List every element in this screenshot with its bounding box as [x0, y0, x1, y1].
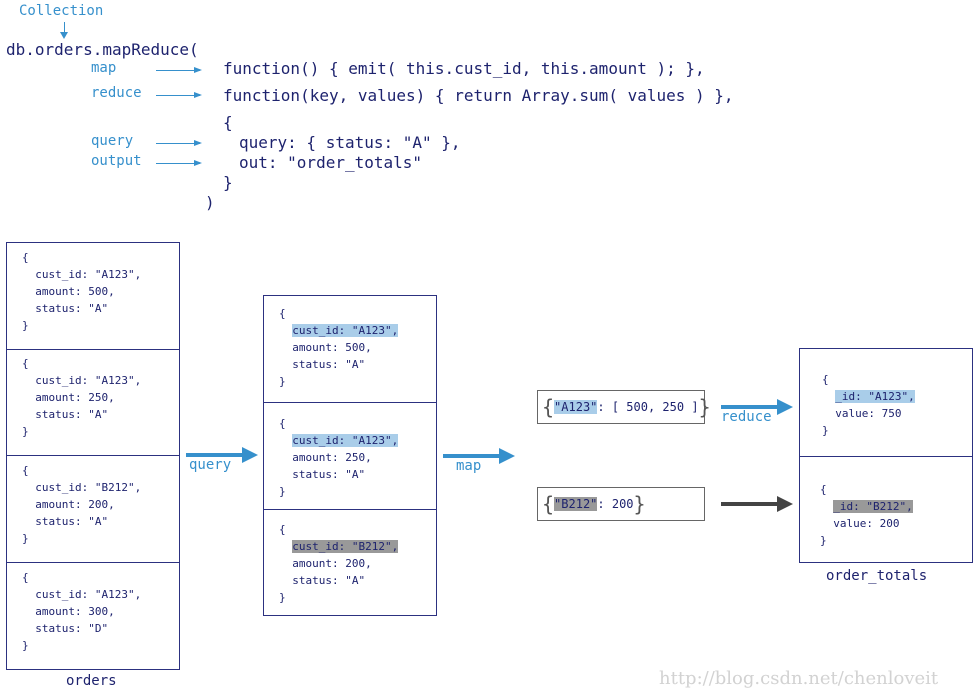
options-open-brace: { [223, 113, 233, 132]
filtered-document: { cust_id: "B212", amount: 200, status: … [279, 523, 399, 604]
emitted-pair-a123: { "A123": [ 500, 250 ] } [537, 390, 711, 424]
order-document: { cust_id: "A123", amount: 250, status: … [22, 357, 142, 438]
query-option: query: { status: "A" }, [239, 133, 461, 152]
output-arrow-icon [156, 160, 202, 166]
order-totals-collection: { _id: "A123", value: 750 } { _id: "B212… [799, 348, 973, 563]
map-flow-label: map [456, 458, 482, 474]
map-function: function() { emit( this.cust_id, this.am… [223, 59, 705, 78]
mapreduce-call: db.orders.mapReduce( [6, 40, 199, 59]
order-document: { cust_id: "A123", amount: 500, status: … [22, 251, 142, 332]
order-totals-caption: order_totals [826, 568, 928, 584]
query-flow-arrow-icon [186, 447, 258, 463]
reduce-arrow-icon [156, 92, 202, 98]
map-flow-arrow-icon [443, 448, 515, 464]
out-option: out: "order_totals" [239, 153, 423, 172]
map-label: map [91, 60, 117, 76]
watermark: http://blog.csdn.net/chenloveit [659, 668, 939, 689]
options-close-brace: } [223, 173, 233, 192]
filtered-document: { cust_id: "A123", amount: 500, status: … [279, 307, 399, 388]
close-paren: ) [205, 193, 215, 212]
passthrough-arrow-icon [721, 496, 793, 512]
query-arrow-icon [156, 140, 202, 146]
reduce-label: reduce [91, 85, 142, 101]
collection-arrow [64, 22, 65, 34]
collection-arrowhead-icon [60, 32, 68, 39]
map-arrow-icon [156, 67, 202, 73]
output-label: output [91, 153, 142, 169]
query-flow-label: query [189, 457, 232, 473]
order-document: { cust_id: "B212", amount: 200, status: … [22, 464, 142, 545]
reduce-flow-label: reduce [721, 409, 772, 425]
emitted-pair-b212: { "B212": 200 } [537, 487, 705, 521]
query-results: { cust_id: "A123", amount: 500, status: … [263, 295, 437, 616]
total-document: { _id: "A123", value: 750 } [822, 373, 915, 437]
orders-collection: { cust_id: "A123", amount: 500, status: … [6, 242, 180, 670]
order-document: { cust_id: "A123", amount: 300, status: … [22, 571, 142, 652]
filtered-document: { cust_id: "A123", amount: 250, status: … [279, 417, 399, 498]
reduce-flow-arrow-icon [721, 399, 793, 415]
collection-label: Collection [19, 3, 104, 19]
reduce-function: function(key, values) { return Array.sum… [223, 86, 734, 105]
orders-caption: orders [66, 673, 117, 689]
total-document: { _id: "B212", value: 200 } [820, 483, 913, 547]
query-label: query [91, 133, 134, 149]
